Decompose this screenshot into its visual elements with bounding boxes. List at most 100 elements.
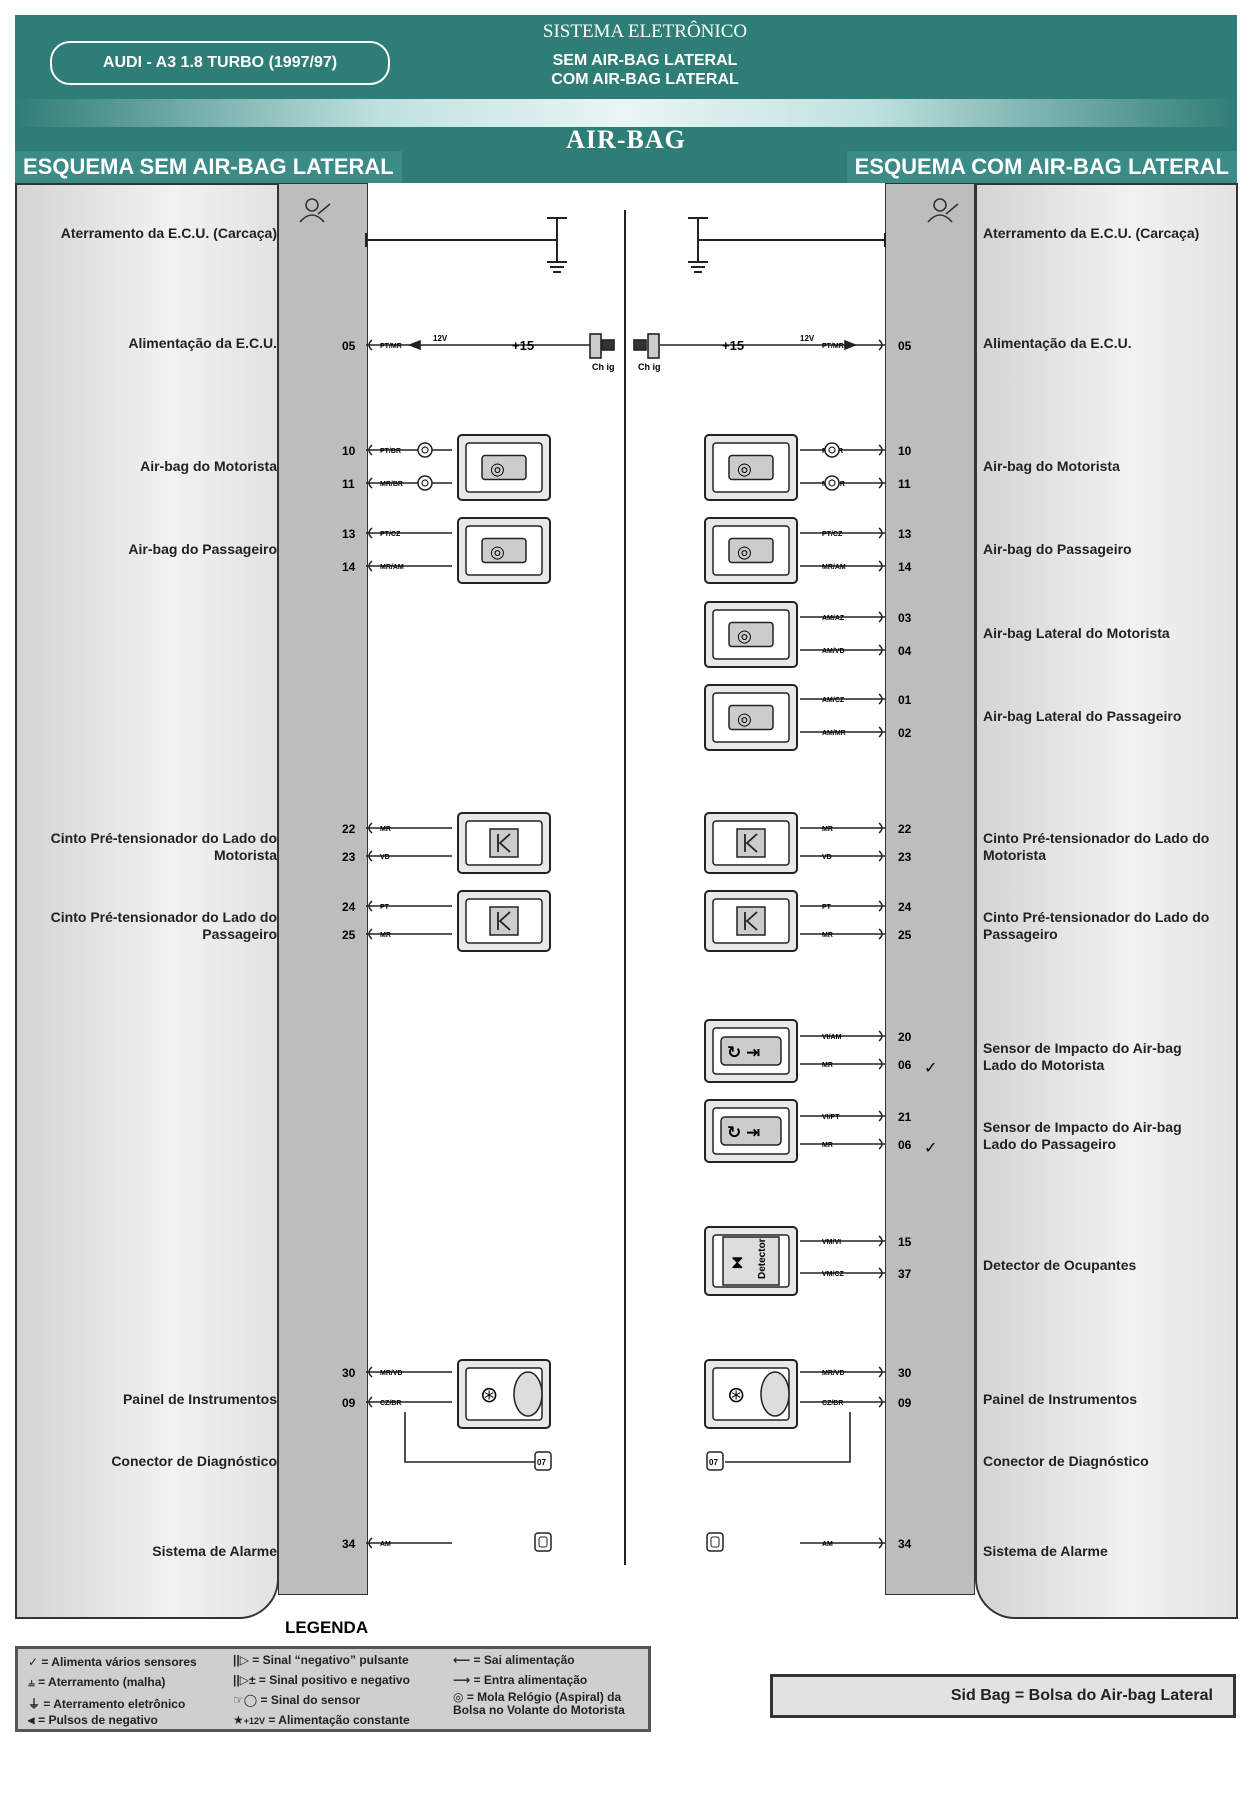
transistor-icon: ⊛ [727,1382,745,1407]
pin-number: 10 [342,444,356,458]
wire-color: MR/VD [822,1370,845,1377]
pin-number: 37 [898,1267,912,1281]
pin-number: 14 [898,560,912,574]
wire-color: PT/MR [822,343,844,350]
pin-number: 21 [898,1110,912,1124]
svg-text:07: 07 [537,1458,546,1467]
pin-number: 03 [898,611,912,625]
pin-number: 09 [898,1396,912,1410]
label-alarm-system: Sistema de Alarme [152,1543,277,1559]
label-passenger-airbag: Air-bag do Passageiro [128,541,277,557]
belt-tensioner-icon [736,906,766,936]
gauge-icon [760,1371,790,1417]
left-section-title: ESQUEMA SEM AIR-BAG LATERAL [15,151,402,183]
airbag-title: AIR-BAG [566,125,686,154]
pin-number: 09 [342,1396,356,1410]
right-ecu-strip [885,183,975,1595]
pin-number: 22 [898,822,912,836]
svg-text:◎: ◎ [737,543,752,562]
label-instrument-panel-r: Painel de Instrumentos [983,1391,1138,1407]
pin-number: 25 [342,928,356,942]
wire-color: AM/MR [822,730,846,737]
driver-impact-sensor-module: ↻ ⇥ [704,1019,798,1083]
pin-number: 25 [898,928,912,942]
pin-number: 30 [342,1366,356,1380]
wire-color: VD [380,854,390,861]
label-passenger-impact-sensor: Sensor de Impacto do Air-bag Lado do Pas… [983,1119,1182,1152]
legend-item: ||▷± = Sinal positivo e negativo [233,1673,410,1687]
wire-color: AM/CZ [822,697,845,704]
plus15-left: +15 [512,338,534,353]
legend-item: ⟶ = Entra alimentação [453,1673,588,1687]
wire-color: VD [822,854,832,861]
right-pin-34: 34 AM [800,1537,912,1551]
airbag-module-icon [728,454,774,481]
legend-item: ✓ = Alimenta vários sensores [28,1655,197,1669]
svg-text:Detector: Detector [757,1238,768,1279]
label-ecu-power: Alimentação da E.C.U. [128,335,277,351]
pin-number: 14 [342,560,356,574]
wire-color: MR [822,1062,833,1069]
electronic-ground-icon: ⏚ [28,1697,41,1711]
diagnostic-wire-left [404,1412,535,1463]
passenger-airbag-module-r: ◎ [704,517,798,584]
label-diagnostic-connector: Conector de Diagnóstico [111,1453,277,1469]
arrow-left-icon: ⟵ [453,1653,471,1667]
left-pin-09: 09 CZ/BR [342,1396,452,1410]
label-occupant-detector: Detector de Ocupantes [983,1257,1137,1273]
pin-number: 13 [898,527,912,541]
wire-color: MR [380,932,391,939]
label-alarm-system-r: Sistema de Alarme [983,1543,1108,1559]
variant-with: COM AIR-BAG LATERAL [551,71,739,88]
wire-color: VM/VI [822,1239,841,1246]
alarm-connector-right [706,1532,724,1552]
belt-tensioner-icon [736,828,766,858]
passenger-pretensioner-module-r [704,890,798,952]
wire-color: AM [822,1541,833,1548]
instrument-panel-module-r: ⊛ [704,1359,798,1429]
belt-tensioner-icon [489,828,519,858]
header-band [15,99,1237,127]
wire-color: PT/MR [380,343,402,350]
airbag-module-icon [728,537,774,564]
pulse-signal-icon: ||▷ [233,1653,249,1667]
check-mark-icon: ✓ [924,1140,937,1157]
legend-title: LEGENDA [285,1618,369,1637]
constant-power-icon: ★ [233,1713,244,1727]
left-ecu-strip [278,183,368,1595]
legend-item: ⏚ = Aterramento eletrônico [28,1697,186,1711]
svg-text:◎: ◎ [490,460,505,479]
airbag-module-icon [728,704,774,731]
right-pin-14: 14 MR/AM [800,560,912,574]
instrument-panel-module: ⊛ [457,1359,551,1429]
driver-pretensioner-module [457,812,551,874]
wire-color: MR [380,826,391,833]
clock-spring-icon [417,475,433,491]
wire-color: CZ/BR [380,1400,401,1407]
pin-number: 24 [898,900,912,914]
pin-number: 34 [898,1537,912,1551]
wire-color: AM/VD [822,648,845,655]
mesh-ground-icon: ⫨ [28,1675,35,1689]
ecu-power-left [366,333,615,359]
v12-right: 12V [800,334,815,343]
seat-person-icon-r [927,198,959,223]
wire-color: PT [822,904,832,911]
svg-text:◎: ◎ [737,460,752,479]
svg-text:◎: ◎ [490,543,505,562]
wire-color: MR/AM [822,564,846,571]
plus15-right: +15 [722,338,744,353]
